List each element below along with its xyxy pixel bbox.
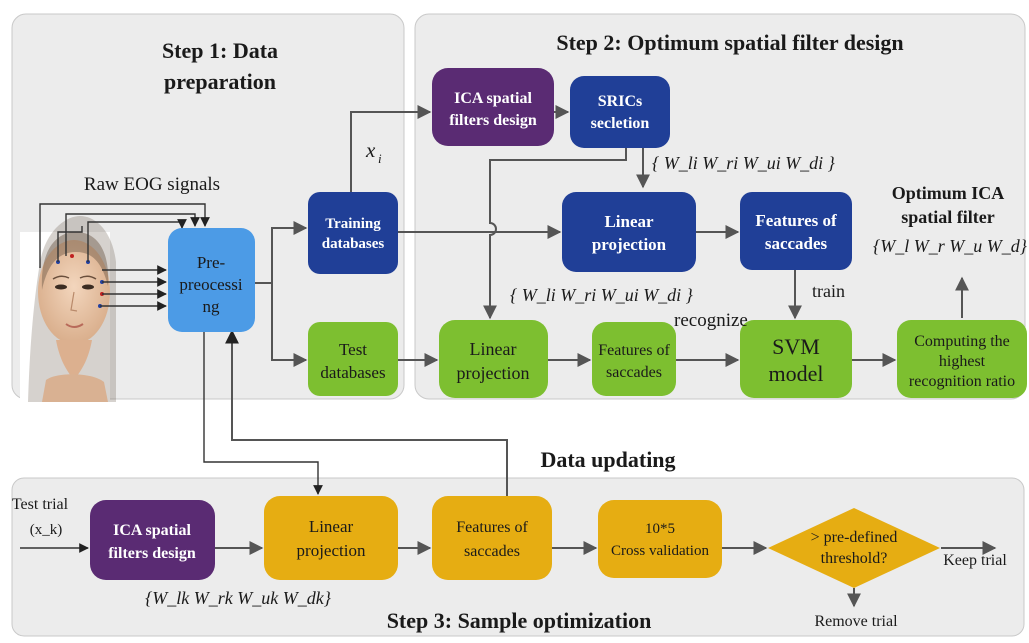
test-trial-line2: (x_k) <box>30 522 63 538</box>
features-mid-box: Features of saccades <box>592 322 676 396</box>
step1-title-line2: preparation <box>164 69 276 94</box>
computing-line3: recognition ratio <box>909 373 1015 390</box>
optimum-line1: Optimum ICA <box>892 183 1005 203</box>
electrode-wires <box>39 203 210 311</box>
weights-mid: { W_li W_ri W_ui W_di } <box>510 285 694 305</box>
weights-bottom: {W_lk W_rk W_uk W_dk} <box>145 588 332 608</box>
ica-bottom-box: ICA spatial filters design <box>90 500 215 580</box>
test-db-box: Test databases <box>308 322 398 396</box>
features-top-box: Features of saccades <box>740 192 852 270</box>
linear-top-line1: Linear <box>604 212 654 231</box>
decision-line2: threshold? <box>821 550 888 567</box>
svm-box: SVM model <box>740 320 852 398</box>
linear-top-line2: projection <box>592 235 667 254</box>
decision-line1: > pre-defined <box>811 529 898 546</box>
linear-proj-top-box: Linear projection <box>562 192 696 272</box>
preproc-line3: ng <box>203 297 221 316</box>
srics-line1: SRICs <box>598 93 642 110</box>
ica-top-box: ICA spatial filters design <box>432 68 554 146</box>
features-mid-line2: saccades <box>606 364 662 381</box>
crossval-line1: 10*5 <box>645 521 675 537</box>
step2-title: Step 2: Optimum spatial filter design <box>556 30 903 55</box>
computing-line2: highest <box>939 353 986 370</box>
face-illustration <box>20 216 116 402</box>
features-mid-line1: Features of <box>598 342 670 359</box>
training-db-box: Training databases <box>308 192 398 274</box>
training-line1: Training <box>325 216 381 232</box>
training-line2: databases <box>322 236 385 252</box>
xi-sub: i <box>378 151 382 166</box>
linear-proj-bot-box: Linear projection <box>264 496 398 580</box>
data-updating-label: Data updating <box>540 447 675 472</box>
cross-validation-box: 10*5 Cross validation <box>598 500 722 578</box>
linear-proj-mid-box: Linear projection <box>439 320 548 398</box>
remove-trial-label: Remove trial <box>814 613 898 630</box>
computing-line1: Computing the <box>914 333 1010 350</box>
ica-bottom-line1: ICA spatial <box>113 522 191 539</box>
xi-label: x i <box>365 138 382 166</box>
step3-title: Step 3: Sample optimization <box>387 608 652 633</box>
features-bot-line1: Features of <box>456 519 528 536</box>
linear-mid-line2: projection <box>457 363 530 383</box>
crossval-line2: Cross validation <box>611 543 709 559</box>
edges <box>20 105 997 608</box>
linear-mid-line1: Linear <box>470 339 517 359</box>
computing-box: Computing the highest recognition ratio <box>897 320 1027 398</box>
keep-trial-label: Keep trial <box>943 552 1007 569</box>
weights-opt: {W_l W_r W_u W_d} <box>873 236 1028 256</box>
test-line1: Test <box>339 340 367 359</box>
srics-box: SRICs secletion <box>570 76 670 148</box>
preproc-line2: preocessi <box>179 275 243 294</box>
features-top-line2: saccades <box>765 234 828 253</box>
linear-bot-line1: Linear <box>309 517 354 536</box>
train-label: train <box>812 281 845 301</box>
ica-bottom-line2: filters design <box>108 545 196 562</box>
recognize-label: recognize <box>674 310 748 331</box>
preproc-line1: Pre- <box>197 253 226 272</box>
ica-top-line2: filters design <box>449 112 537 129</box>
ica-top-line1: ICA spatial <box>454 90 532 107</box>
srics-line2: secletion <box>591 115 650 132</box>
weights-top: { W_li W_ri W_ui W_di } <box>652 153 836 173</box>
threshold-decision: > pre-defined threshold? <box>768 508 940 588</box>
test-trial-line1: Test trial <box>12 496 69 513</box>
linear-bot-line2: projection <box>297 541 366 560</box>
optimum-line2: spatial filter <box>901 207 994 227</box>
step1-title-line1: Step 1: Data <box>162 38 278 63</box>
features-top-line1: Features of <box>755 211 837 230</box>
svm-line1: SVM <box>772 334 820 359</box>
test-line2: databases <box>320 363 385 382</box>
features-bot-line2: saccades <box>464 543 520 560</box>
features-bot-box: Features of saccades <box>432 496 552 580</box>
xi-base: x <box>365 138 376 162</box>
svm-line2: model <box>769 361 824 386</box>
raw-eog-label: Raw EOG signals <box>84 174 220 195</box>
preprocessing-box: Pre- preocessi ng <box>168 228 255 332</box>
